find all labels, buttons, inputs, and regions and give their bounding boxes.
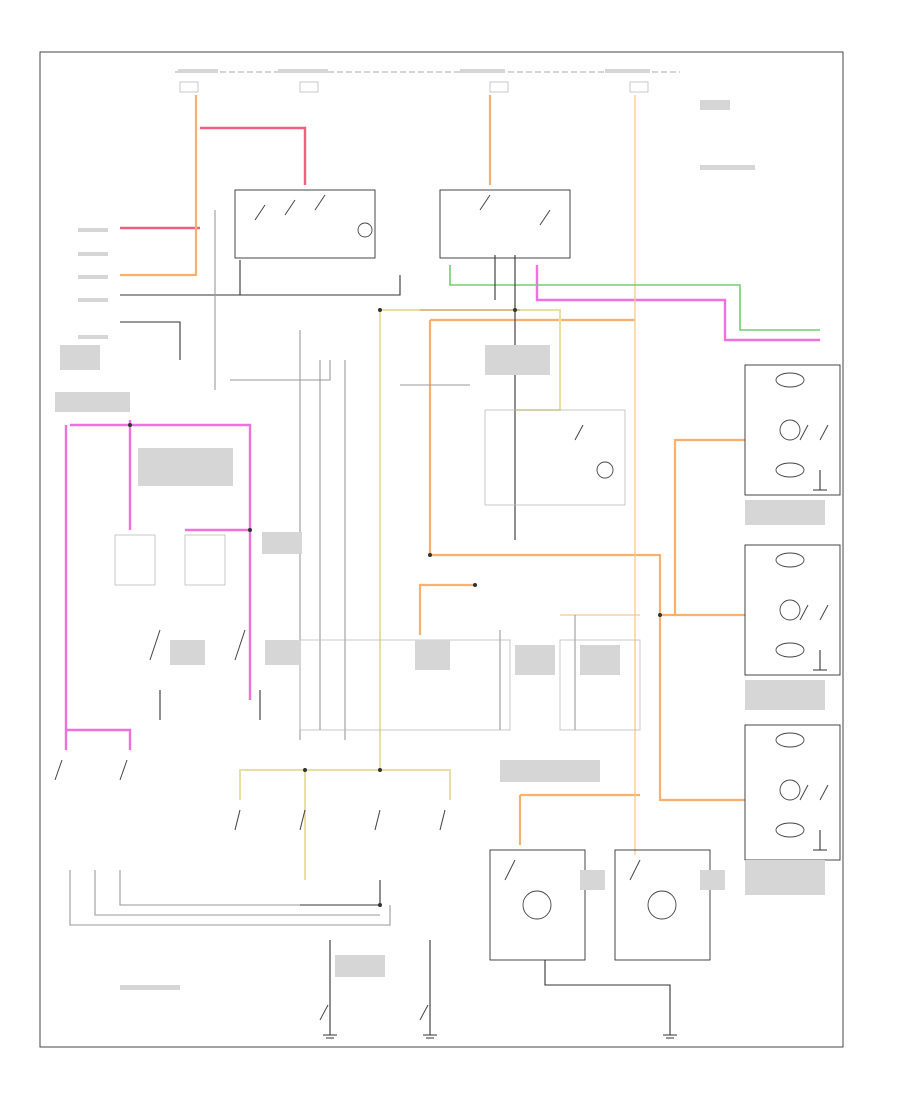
connector-block-1: [299, 639, 511, 731]
module-box: [484, 409, 626, 506]
fuse-block: [179, 81, 649, 93]
switch-symbols: [54, 194, 829, 1021]
pink-wires: [64, 265, 820, 750]
red-wires: [120, 126, 307, 230]
connector-block-2: [559, 639, 641, 731]
lamp-symbols: [357, 222, 805, 920]
switch-box-2: [184, 534, 226, 586]
relay-box: [439, 189, 571, 259]
green-wires: [449, 265, 820, 331]
switch-box-1: [114, 534, 156, 586]
lamp-box-3: [744, 724, 841, 861]
component-boxes: [114, 189, 841, 961]
junction-dots: [128, 308, 662, 907]
lamp-box-2: [744, 544, 841, 676]
yellow-wires: [239, 309, 561, 880]
lamp-unit-1: [489, 849, 586, 961]
gray-wires: [69, 210, 576, 926]
lamp-box-1: [744, 364, 841, 496]
main-switch-box: [234, 189, 376, 259]
black-wires: [120, 255, 821, 1035]
illegible-label-marks: [55, 69, 825, 990]
orange-wires: [120, 95, 745, 845]
lamp-unit-2: [614, 849, 711, 961]
orange-thin-wires: [560, 95, 640, 855]
ground-symbols: [323, 489, 827, 1039]
diagram-border: [39, 51, 844, 1048]
